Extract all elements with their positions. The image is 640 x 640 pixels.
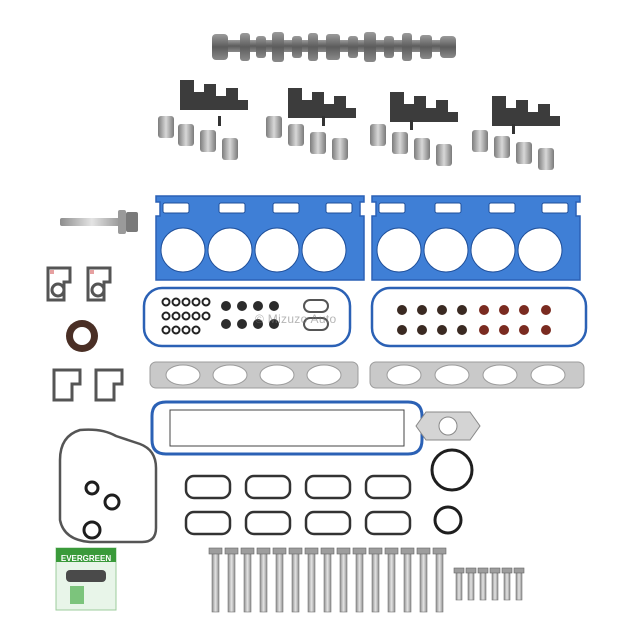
o-rings-small	[161, 297, 211, 335]
timing-cover-seals	[82, 480, 121, 540]
lifter-set-2	[266, 88, 356, 160]
valve-cover-gasket-right	[370, 286, 588, 348]
valve-cover-gasket-left	[142, 286, 352, 348]
head-bolt-heads	[208, 547, 447, 555]
short-bolt-heads	[453, 567, 525, 574]
valve-stem-seals-left	[221, 301, 279, 329]
water-pump-gasket-rims	[50, 270, 94, 274]
intake-gaskets-bottom-row	[184, 510, 412, 536]
lifter-set-3	[370, 92, 458, 166]
egr-flange-gasket	[415, 411, 481, 441]
short-bolts	[455, 571, 523, 601]
sealant-brand-label: EVERGREEN	[60, 554, 112, 563]
camshaft	[212, 32, 456, 62]
watermark: © Mizuzo Auto	[255, 312, 337, 326]
thermostat-gaskets	[52, 368, 124, 402]
sealant-package	[55, 547, 117, 611]
egr-gaskets	[303, 299, 329, 331]
valley-cover-gasket	[150, 400, 424, 456]
harmonic-balancer-bolt	[60, 210, 138, 234]
cylinder-head-gasket-left	[155, 195, 365, 281]
o-ring-large	[430, 448, 474, 492]
exhaust-gasket-right	[369, 361, 585, 389]
head-bolts	[211, 551, 444, 613]
timing-cover-gasket	[58, 428, 158, 544]
rear-main-seal	[66, 320, 98, 352]
valve-stem-seals-right	[397, 305, 551, 335]
cylinder-head-gasket-right	[371, 195, 581, 281]
water-pump-gaskets	[46, 266, 112, 302]
o-ring-medium	[433, 505, 463, 535]
exhaust-gasket-left	[149, 361, 359, 389]
intake-gaskets-top-row	[184, 474, 412, 500]
lifter-set-4	[472, 96, 560, 170]
lifter-set-1	[158, 80, 248, 160]
